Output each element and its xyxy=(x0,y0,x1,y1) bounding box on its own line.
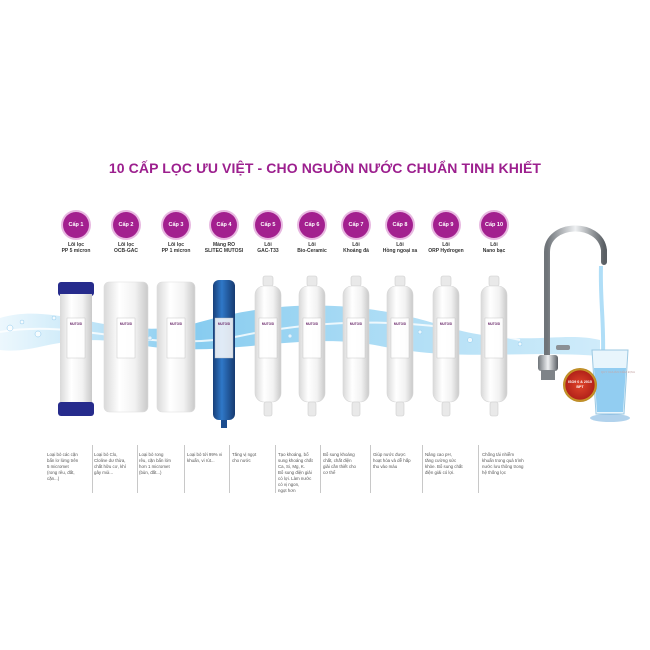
watermark-text: QUY CHUẨN KIỂM ĐỊNH xyxy=(600,370,636,374)
stage-badge-3: Cấp 3 xyxy=(163,212,189,238)
stage-badge-2: Cấp 2 xyxy=(113,212,139,238)
column-divider xyxy=(422,445,423,493)
filter-brand-label: MUTOSI xyxy=(350,322,362,326)
column-divider xyxy=(478,445,479,493)
stage-badge-10: Cấp 10 xyxy=(481,212,507,238)
filter-cartridge-4: MUTOSI xyxy=(213,280,235,428)
column-divider xyxy=(92,445,93,493)
filter-brand-label: MUTOSI xyxy=(394,322,406,326)
filter-cartridge-5: MUTOSI xyxy=(254,275,282,417)
column-divider xyxy=(275,445,276,493)
filter-brand-label: MUTOSI xyxy=(70,322,82,326)
stage-badge-8: Cấp 8 xyxy=(387,212,413,238)
stage-badge-9: Cấp 9 xyxy=(433,212,459,238)
column-divider xyxy=(370,445,371,493)
column-divider xyxy=(184,445,185,493)
filter-brand-label: MUTOSI xyxy=(440,322,452,326)
filter-cartridge-7: MUTOSI xyxy=(342,275,370,417)
seal-text: ISO9 0 & 2015 BPT xyxy=(568,380,592,389)
filter-brand-label: MUTOSI xyxy=(306,322,318,326)
filter-cartridge-6: MUTOSI xyxy=(298,275,326,417)
stage-badge-4: Cấp 4 xyxy=(211,212,237,238)
headline: 10 CẤP LỌC ƯU VIỆT - CHO NGUỒN NƯỚC CHUẨ… xyxy=(108,160,542,176)
filter-brand-label: MUTOSI xyxy=(170,322,182,326)
filter-cartridge-9: MUTOSI xyxy=(432,275,460,417)
column-divider xyxy=(137,445,138,493)
filter-cartridge-1: MUTOSI xyxy=(58,282,94,416)
stage-description-2: Loại bỏ Clo,Cloline dư thừa,chất hữu cơ,… xyxy=(94,452,126,475)
filter-brand-label: MUTOSI xyxy=(120,322,132,326)
stage-badge-1: Cấp 1 xyxy=(63,212,89,238)
stage-badge-6: Cấp 6 xyxy=(299,212,325,238)
filter-brand-label: MUTOSI xyxy=(488,322,500,326)
column-divider xyxy=(229,445,230,493)
certification-seal-icon: ISO9 0 & 2015 BPT xyxy=(563,368,597,402)
filter-cartridge-2: MUTOSI xyxy=(103,281,149,413)
stage-badge-7: Cấp 7 xyxy=(343,212,369,238)
filter-cartridge-8: MUTOSI xyxy=(386,275,414,417)
filter-brand-label: MUTOSI xyxy=(262,322,274,326)
filter-cartridge-3: MUTOSI xyxy=(156,281,196,413)
water-glass-icon xyxy=(590,349,630,422)
column-divider xyxy=(320,445,321,493)
faucet-icon xyxy=(538,225,607,380)
stage-badge-5: Cấp 5 xyxy=(255,212,281,238)
filter-cartridge-10: MUTOSI xyxy=(480,275,508,417)
filter-brand-label: MUTOSI xyxy=(218,322,230,326)
